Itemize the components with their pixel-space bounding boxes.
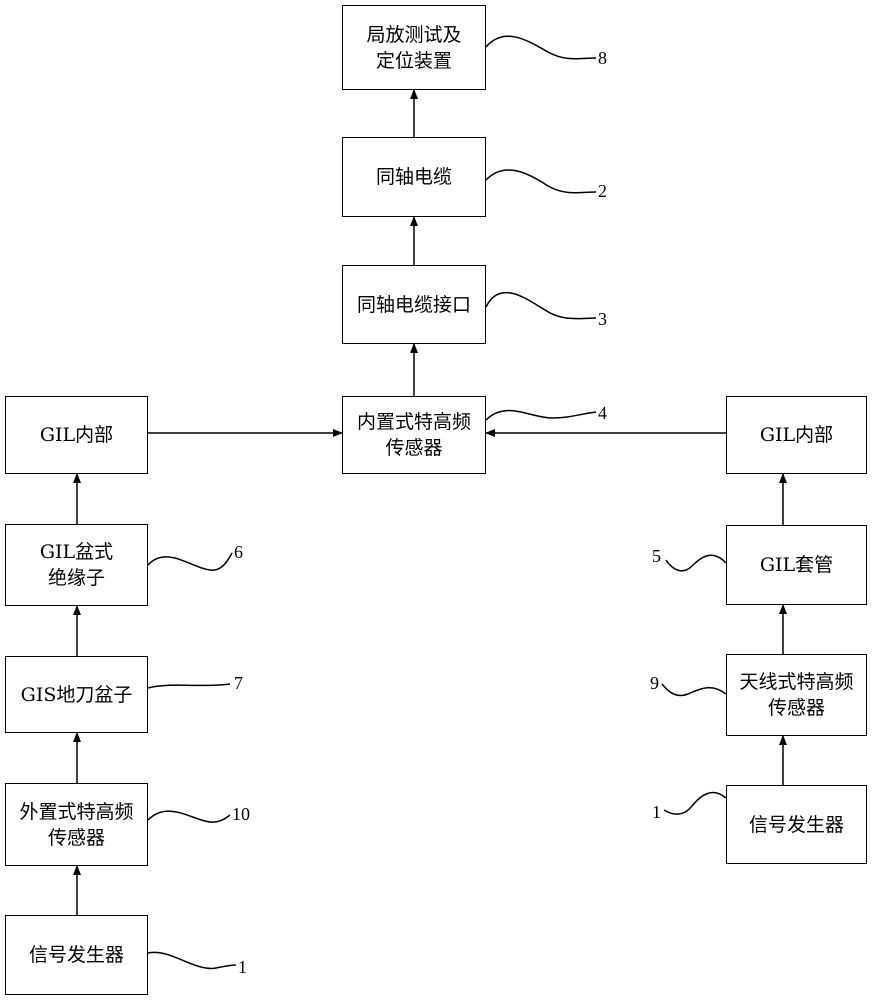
callout-4: 4 <box>598 403 607 423</box>
leader-8 <box>485 35 597 60</box>
leader-10 <box>147 810 231 823</box>
box-pd-test-device-line2: 定位装置 <box>375 49 452 72</box>
box-builtin-uhf-sensor: 内置式特高频 传感器 <box>342 396 486 474</box>
leader-3 <box>485 291 597 320</box>
box-signal-generator-right-label: 信号发生器 <box>748 813 844 836</box>
leader-6 <box>147 552 233 571</box>
box-pd-test-device-line1: 局放测试及 <box>366 23 462 46</box>
box-gil-inner-left-label: GIL内部 <box>39 424 114 446</box>
box-external-uhf-sensor-line1: 外置式特高频 <box>19 800 134 823</box>
box-antenna-uhf-sensor: 天线式特高频 传感器 <box>726 654 867 736</box>
callout-9: 9 <box>650 673 659 693</box>
box-signal-generator-left: 信号发生器 <box>5 915 148 995</box>
callout-2: 2 <box>598 181 607 201</box>
box-coax-interface-label: 同轴电缆接口 <box>356 293 471 316</box>
box-gil-bushing-label: GIL套管 <box>759 554 834 576</box>
box-gil-bushing: GIL套管 <box>726 525 867 605</box>
box-gis-earthing-basin: GIS地刀盆子 <box>5 656 148 733</box>
leader-1-right <box>663 791 727 815</box>
box-pd-test-device: 局放测试及 定位装置 <box>342 5 486 90</box>
box-antenna-uhf-sensor-line2: 传感器 <box>767 697 825 719</box>
leader-9 <box>661 683 727 697</box>
leader-2 <box>485 169 597 194</box>
box-coax-interface: 同轴电缆接口 <box>342 265 486 344</box>
callout-10: 10 <box>232 804 250 824</box>
box-coax-cable-label: 同轴电缆 <box>375 166 452 188</box>
callout-7: 7 <box>234 673 243 693</box>
box-coax-cable: 同轴电缆 <box>342 137 486 217</box>
box-builtin-uhf-sensor-line2: 传感器 <box>385 437 443 459</box>
callout-8: 8 <box>598 48 607 68</box>
box-antenna-uhf-sensor-line1: 天线式特高频 <box>739 671 854 693</box>
box-external-uhf-sensor-line2: 传感器 <box>47 826 105 849</box>
leader-5 <box>665 554 727 572</box>
box-external-uhf-sensor: 外置式特高频 传感器 <box>5 783 148 866</box>
box-gil-basin-insulator: GIL盆式 绝缘子 <box>5 524 148 606</box>
box-signal-generator-left-label: 信号发生器 <box>28 944 124 966</box>
box-gil-basin-insulator-line1: GIL盆式 <box>39 541 114 563</box>
callout-3: 3 <box>598 309 607 329</box>
box-gis-earthing-basin-label: GIS地刀盆子 <box>20 683 133 706</box>
box-gil-basin-insulator-line2: 绝缘子 <box>47 567 105 589</box>
leader-7 <box>147 683 231 689</box>
box-gil-inner-left: GIL内部 <box>5 396 148 474</box>
box-gil-inner-right: GIL内部 <box>726 396 867 474</box>
box-builtin-uhf-sensor-line1: 内置式特高频 <box>356 411 471 433</box>
box-signal-generator-right: 信号发生器 <box>726 785 867 864</box>
box-gil-inner-right-label: GIL内部 <box>759 424 834 446</box>
callout-1-right: 1 <box>652 802 661 822</box>
leader-4 <box>485 409 597 421</box>
callout-6: 6 <box>234 542 243 562</box>
callout-5: 5 <box>652 546 661 566</box>
callout-1-left: 1 <box>238 957 247 977</box>
leader-1-left <box>147 951 237 970</box>
